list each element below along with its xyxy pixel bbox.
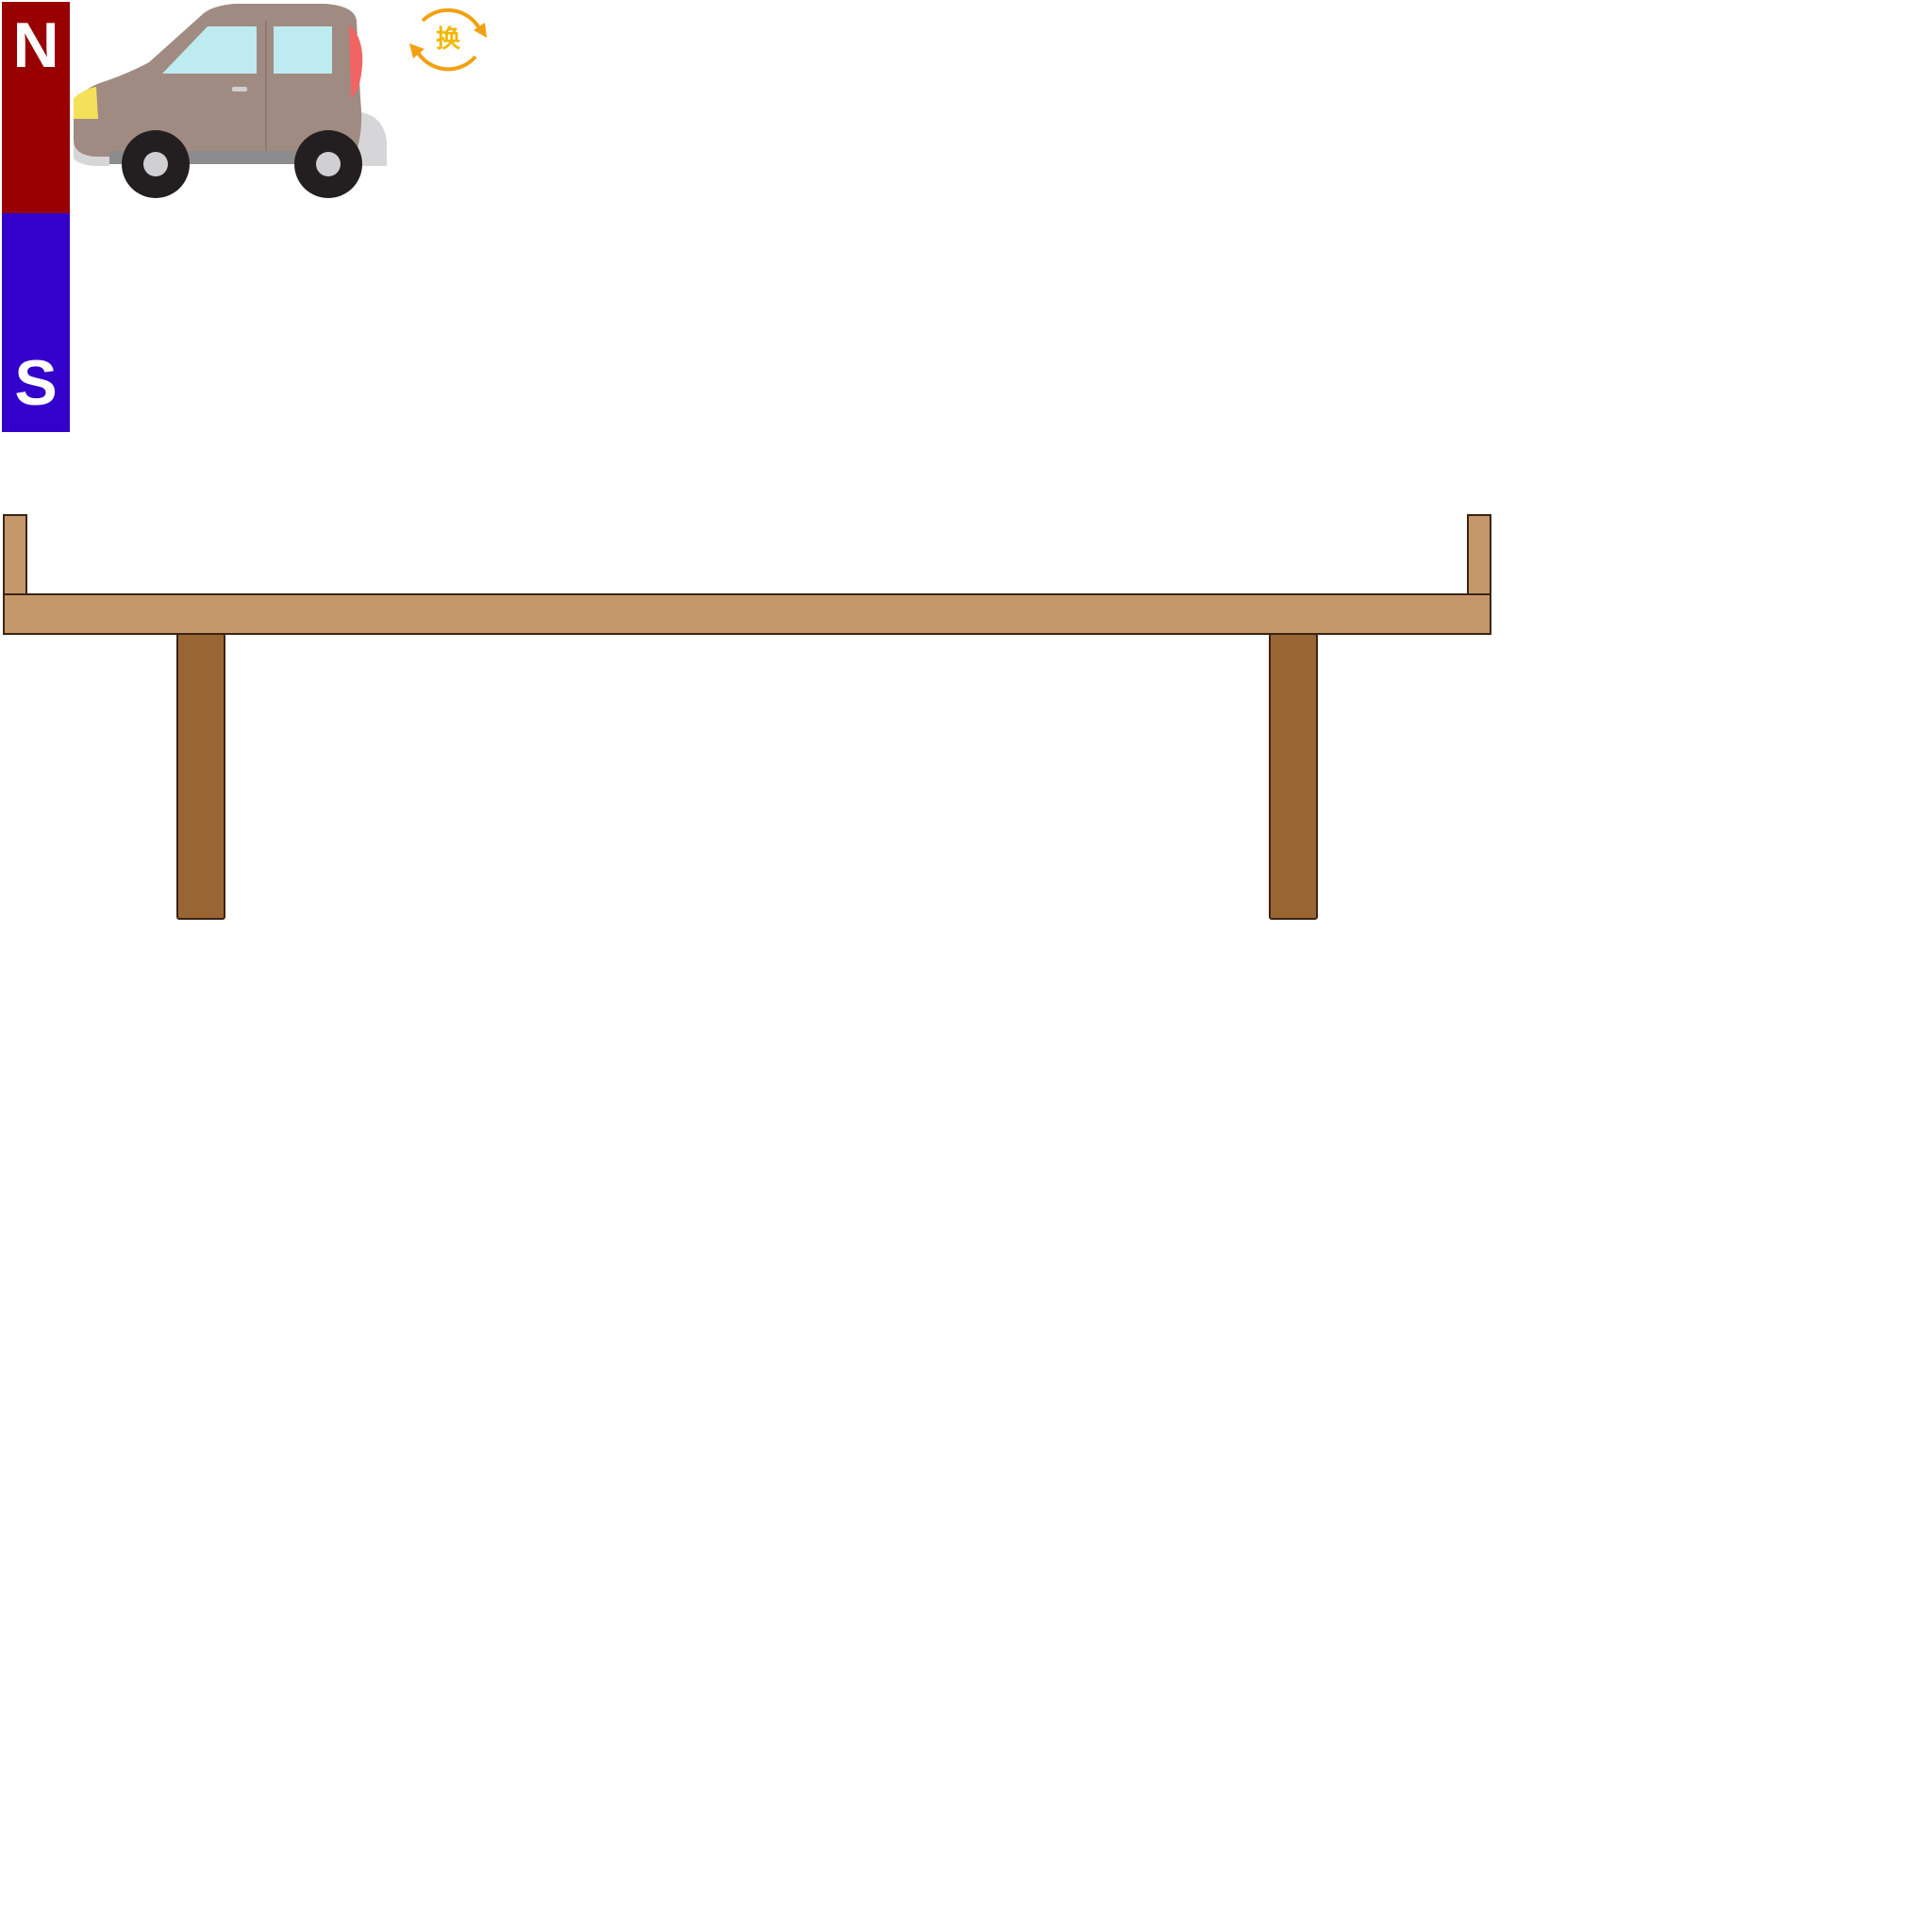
magnet-south-pole [2, 213, 70, 432]
left-table-leg [176, 633, 225, 920]
swap-label: 换 [435, 25, 460, 54]
car-front-window [162, 26, 257, 74]
car-rear-window [274, 26, 332, 74]
swap-arrows-icon [409, 8, 487, 72]
car-rear-hubcap [316, 152, 341, 176]
car-front-hubcap [143, 152, 168, 176]
magnet-north-pole [2, 2, 70, 213]
north-pole-label: N [12, 9, 59, 81]
car-icon[interactable] [72, 0, 396, 200]
track-surface [3, 593, 1491, 635]
right-table-leg [1269, 633, 1318, 920]
track-table [3, 514, 1491, 920]
left-end-stop [3, 514, 27, 597]
car-door-handle [232, 87, 247, 92]
right-end-stop [1467, 514, 1491, 597]
south-pole-label: S [14, 347, 58, 419]
car-headlight [74, 87, 98, 119]
car-tail-light [349, 25, 363, 98]
bar-magnet[interactable]: N S [2, 2, 70, 432]
swap-button[interactable]: 换 [404, 0, 492, 85]
